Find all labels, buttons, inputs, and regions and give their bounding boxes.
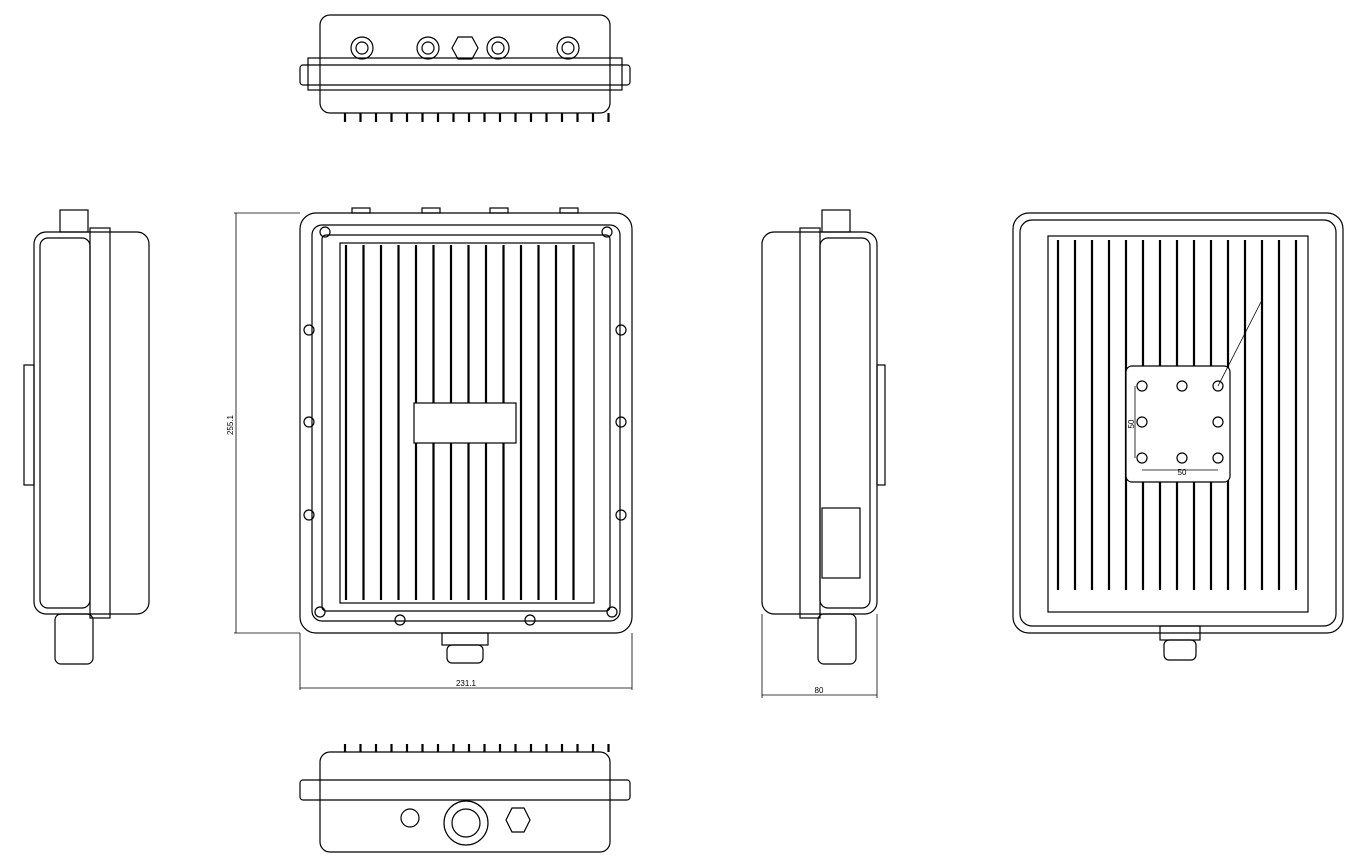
right-side-view: 80 bbox=[761, 209, 886, 698]
back-view: 50 50 bbox=[1012, 212, 1344, 661]
screw-icon bbox=[303, 509, 315, 521]
screw-icon bbox=[615, 509, 627, 521]
width-dimension: 231.1 bbox=[456, 679, 477, 688]
screw-icon bbox=[314, 606, 326, 618]
top-view bbox=[299, 14, 631, 122]
screw-icon bbox=[606, 606, 618, 618]
mount-vertical-dimension: 50 bbox=[1127, 419, 1136, 428]
mount-hole-icon bbox=[1136, 380, 1148, 392]
mount-hole-icon bbox=[1176, 452, 1188, 464]
screw-icon bbox=[303, 416, 315, 428]
screw-icon bbox=[319, 226, 331, 238]
bottom-view bbox=[299, 744, 631, 853]
left-side-view bbox=[23, 209, 150, 665]
height-dimension: 255.1 bbox=[226, 414, 235, 435]
screw-icon bbox=[615, 416, 627, 428]
mount-hole-icon bbox=[1212, 380, 1224, 392]
screw-icon bbox=[615, 324, 627, 336]
depth-dimension: 80 bbox=[815, 686, 824, 695]
mount-hole-icon bbox=[1212, 416, 1224, 428]
mount-horizontal-dimension: 50 bbox=[1178, 468, 1187, 477]
screw-icon bbox=[394, 614, 406, 626]
screw-icon bbox=[303, 324, 315, 336]
mount-hole-icon bbox=[1136, 416, 1148, 428]
mount-hole-icon bbox=[1212, 452, 1224, 464]
screw-icon bbox=[601, 226, 613, 238]
mount-hole-icon bbox=[1176, 380, 1188, 392]
screw-icon bbox=[524, 614, 536, 626]
mount-hole-icon bbox=[1136, 452, 1148, 464]
front-view: 255.1 231.1 bbox=[226, 207, 633, 690]
